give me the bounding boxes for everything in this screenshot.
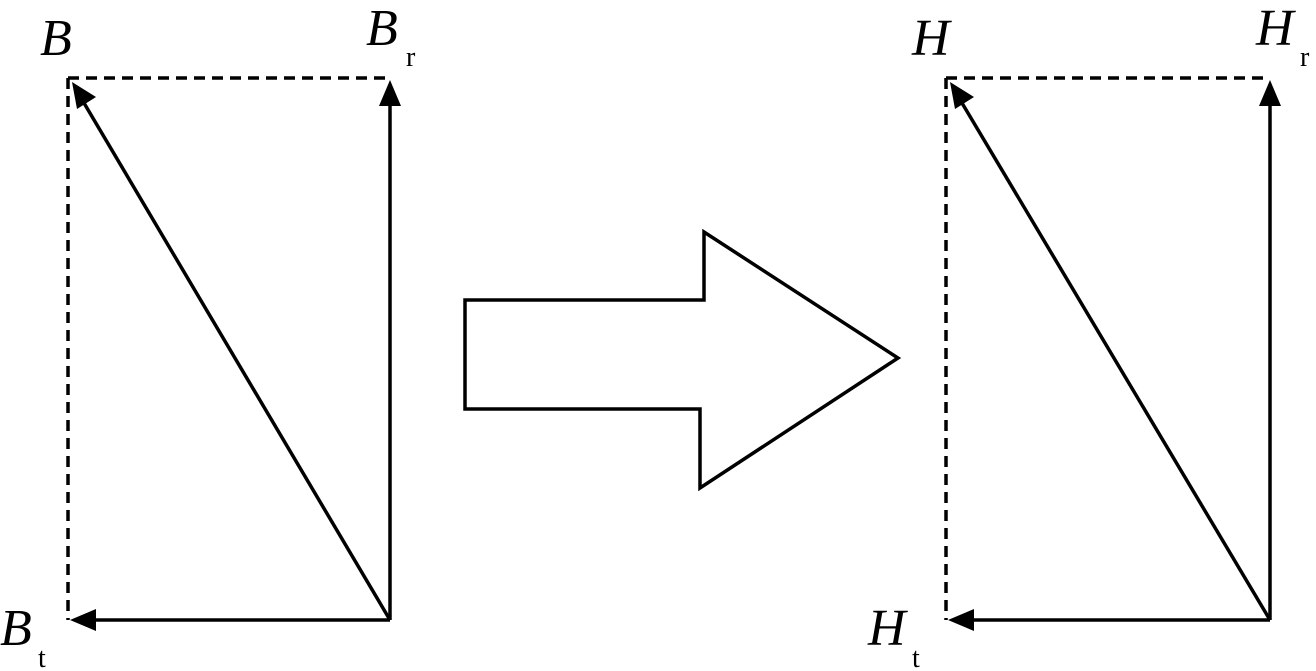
left-tangential-symbol: B bbox=[0, 600, 32, 657]
right-radial-label: H bbox=[1255, 0, 1296, 57]
left-tangential-subscript: t bbox=[38, 643, 46, 671]
left-radial-label: B bbox=[366, 0, 398, 57]
right-vector-diagram: H H r H t bbox=[867, 0, 1310, 671]
right-resultant-symbol: H bbox=[911, 10, 952, 67]
right-resultant-vector-shaft bbox=[960, 102, 1272, 621]
left-radial-vector-arrowhead bbox=[379, 80, 401, 106]
left-resultant-vector-arrowhead bbox=[72, 82, 96, 109]
right-tangential-subscript: t bbox=[912, 643, 920, 671]
left-vector-diagram: B B r B t bbox=[0, 0, 416, 671]
left-tangential-vector-arrowhead bbox=[70, 609, 96, 631]
left-resultant-vector-shaft bbox=[82, 102, 392, 621]
right-tangential-vector-arrowhead bbox=[948, 609, 974, 631]
left-resultant-symbol: B bbox=[40, 10, 72, 67]
left-resultant-label: B bbox=[40, 10, 72, 67]
right-radial-vector-arrowhead bbox=[1259, 80, 1281, 106]
left-radial-subscript: r bbox=[406, 42, 416, 73]
transform-arrow bbox=[463, 228, 902, 492]
right-resultant-label: H bbox=[911, 10, 952, 67]
right-tangential-symbol: H bbox=[867, 600, 908, 657]
right-radial-subscript: r bbox=[1300, 42, 1310, 73]
left-radial-symbol: B bbox=[366, 0, 398, 57]
left-tangential-label: B bbox=[0, 600, 32, 657]
right-resultant-vector-arrowhead bbox=[950, 82, 974, 109]
right-radial-symbol: H bbox=[1255, 0, 1296, 57]
right-tangential-label: H bbox=[867, 600, 908, 657]
